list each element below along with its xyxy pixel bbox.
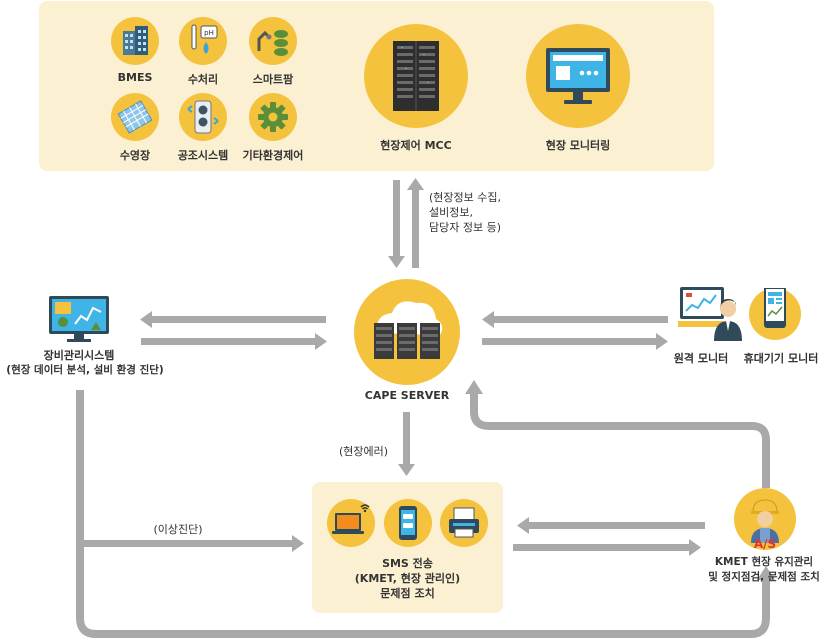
fax-printer-icon: [440, 499, 488, 547]
water-treatment-label: 수처리: [187, 73, 219, 86]
sms-line3: 문제점 조치: [380, 587, 435, 600]
kmet-line2: 및 정지점검, 문제점 조치: [708, 571, 820, 583]
mcc-cabinet-icon: [364, 24, 468, 128]
arrow-server-to-sms: [403, 412, 410, 466]
equipment-monitor-icon: [47, 294, 111, 344]
monitoring-label: 현장 모니터링: [545, 139, 611, 152]
cape-server-label: CAPE SERVER: [364, 389, 450, 402]
sms-line2: (KMET, 현장 관리인): [354, 572, 461, 585]
field-info-flow-label: (현장정보 수집, 설비정보, 담당자 정보 등): [429, 191, 502, 234]
bmes-label: BMES: [117, 71, 153, 84]
sms-line1: SMS 전송: [382, 557, 433, 570]
arrow-up-to-panel: [412, 188, 419, 268]
laptop-wifi-icon: [327, 499, 375, 547]
arrow-from-equipment: [141, 338, 317, 345]
arrow-down-to-server: [393, 180, 400, 258]
arrow-sms-to-kmet: [513, 544, 691, 551]
remote-monitor-icon: [676, 285, 742, 341]
building-icon: [111, 17, 159, 65]
site-error-label: (현장에러): [339, 445, 389, 458]
svg-text:pH: pH: [204, 29, 214, 37]
smart-farm-icon: [249, 17, 297, 65]
smart-farm-label: 스마트팜: [252, 73, 294, 86]
arrow-kmet-to-server: [470, 392, 770, 488]
mobile-monitor-label: 휴대기기 모니터: [743, 352, 819, 365]
mcc-label: 현장제어 MCC: [380, 139, 452, 152]
abnormal-diagnosis-label: (이상진단): [153, 523, 203, 536]
arrow-kmet-to-sms: [527, 522, 705, 529]
air-conditioning-icon: [179, 93, 227, 141]
pool-icon: [111, 93, 159, 141]
other-control-label: 기타환경제어: [242, 149, 304, 162]
equipment-system-subtitle: (현장 데이터 분석, 설비 환경 진단): [6, 364, 164, 376]
cape-server-icon: [354, 279, 460, 385]
remote-monitor-label: 원격 모니터: [673, 352, 729, 365]
pool-label: 수영장: [119, 149, 151, 162]
arrow-from-remote: [492, 316, 668, 323]
arrow-to-equipment: [150, 316, 326, 323]
ph-meter-icon: pH: [179, 17, 227, 65]
as-badge: A/S: [753, 537, 777, 551]
hvac-label: 공조시스템: [177, 149, 229, 162]
mobile-device-icon: [749, 288, 801, 340]
technician-icon: [734, 488, 796, 550]
gear-icon: [249, 93, 297, 141]
monitor-icon: [526, 24, 630, 128]
arrow-equipment-to-sms: [80, 540, 294, 547]
phone-message-icon: [384, 499, 432, 547]
arrow-to-remote: [482, 338, 658, 345]
kmet-line1: KMET 현장 유지관리: [714, 556, 814, 568]
arrow-equipment-to-kmet: [76, 390, 770, 638]
equipment-system-title: 장비관리시스템: [43, 349, 115, 362]
